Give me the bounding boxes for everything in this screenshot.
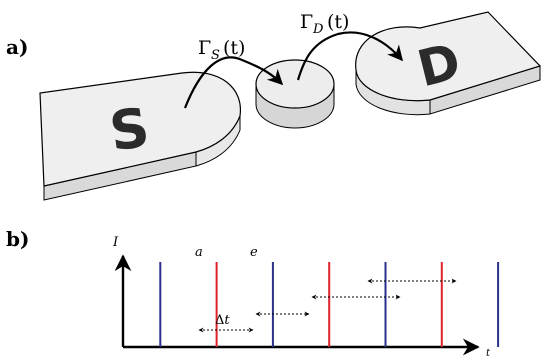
island-top-face [255,59,335,109]
gamma-d-subscript: D [312,22,324,37]
gamma-d-symbol: Γ [300,11,313,33]
source-top-face [39,71,241,187]
panel-b: b) I t a e Δt [6,227,500,358]
interval-label: Δt [215,313,230,328]
source-electrode: S [39,71,241,201]
spike-train [159,262,500,347]
rate-source-label: Γ S (t) [198,37,245,63]
source-letter: S [106,96,153,164]
island-to-drain-arrow [296,31,403,81]
island [255,59,335,129]
panel-a-label: a) [6,35,28,59]
y-axis-label: I [112,235,119,250]
drain-electrode: D [355,11,542,116]
spike-label-a: a [195,245,203,260]
gamma-s-subscript: S [211,48,220,63]
panel-a: a) S D Γ S (t) Γ [6,11,542,201]
gamma-s-argument: (t) [223,37,245,59]
spike-label-e: e [250,245,258,260]
panel-b-label: b) [6,227,29,251]
rate-drain-label: Γ D (t) [300,11,349,37]
gamma-d-argument: (t) [327,11,349,33]
gamma-s-symbol: Γ [198,37,211,59]
drain-top-face [355,11,542,102]
source-to-island-arrow [183,56,284,109]
x-axis-label: t [486,348,491,358]
